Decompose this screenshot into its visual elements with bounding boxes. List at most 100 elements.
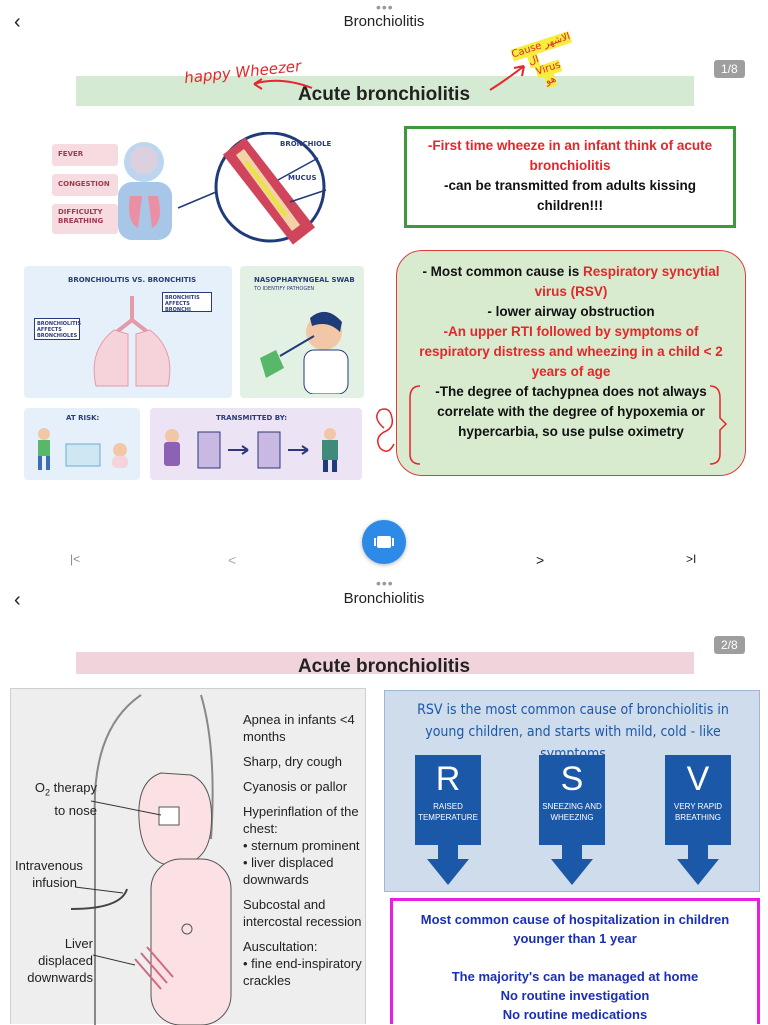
sign-item: Auscultation: bbox=[243, 939, 318, 954]
summary-line-tachypnea: -The degree of tachypnea does not always… bbox=[435, 384, 707, 439]
last-page-icon[interactable]: >I bbox=[686, 552, 697, 566]
rsv-letter: S bbox=[560, 760, 584, 798]
hospitalization-box bbox=[390, 898, 760, 1024]
rsv-letter-card: V VERY RAPID BREATHING bbox=[665, 755, 731, 845]
reading-mode-icon bbox=[374, 536, 394, 548]
first-page-icon[interactable]: |< bbox=[70, 552, 81, 566]
sign-item: • fine end-inspiratory crackles bbox=[243, 956, 362, 988]
rsv-meaning: SNEEZING AND WHEEZING bbox=[542, 802, 602, 822]
hospitalization-text: Most common cause of hospitalization in … bbox=[400, 910, 750, 1024]
swab-subtitle: TO IDENTIFY PATHOGEN bbox=[254, 286, 315, 292]
label-o2-d: to nose bbox=[54, 802, 97, 818]
infant-drawing bbox=[70, 694, 232, 1025]
rsv-box: RSV is the most common cause of bronchio… bbox=[384, 690, 760, 892]
lungs-drawing bbox=[93, 296, 171, 387]
label-o2-sub: 2 bbox=[45, 787, 51, 798]
rsv-meaning: RAISED TEMPERATURE bbox=[418, 802, 478, 822]
rsv-letter-card: R RAISED TEMPERATURE bbox=[415, 755, 481, 845]
symptom-label: DIFFICULTY BREATHING bbox=[58, 208, 104, 225]
rsv-headline: RSV is the most common cause of bronchio… bbox=[417, 702, 729, 762]
summary-cause-name: Respiratory syncytial virus (RSV) bbox=[534, 264, 720, 299]
bronchitis-label-box: BRONCHITIS AFFECTS BRONCHI bbox=[162, 292, 212, 313]
symptom-label: CONGESTION bbox=[58, 180, 110, 188]
symptom-tag: FEVER bbox=[52, 144, 118, 166]
viewer-header-1: ••• ‹ Bronchiolitis bbox=[0, 0, 768, 40]
at-risk-drawing bbox=[38, 428, 128, 470]
label-bronchiole: BRONCHIOLE bbox=[280, 140, 332, 148]
more-dots-icon[interactable]: ••• bbox=[376, 575, 394, 591]
slide-title-band bbox=[76, 652, 694, 674]
viewer-header-2: ••• ‹ Bronchiolitis bbox=[0, 576, 768, 616]
document-title: Bronchiolitis bbox=[343, 13, 425, 30]
page-navigation: |< < > >I bbox=[0, 540, 768, 580]
chevron-left-icon[interactable]: ‹ bbox=[14, 11, 21, 33]
summary-text: - Most common cause is Respiratory syncy… bbox=[408, 262, 734, 442]
bronchiolitis-illustration: FEVER CONGESTION DIFFICULTY BREATHING BR… bbox=[48, 122, 378, 252]
hospitalization-gap bbox=[400, 948, 750, 967]
slide-title-band bbox=[76, 76, 694, 106]
next-page-icon[interactable]: > bbox=[536, 552, 545, 568]
sign-item: • liver displaced downwards bbox=[243, 855, 334, 887]
hospitalization-line3: No routine investigation bbox=[500, 988, 650, 1003]
transmission-title: TRANSMITTED BY: bbox=[216, 414, 288, 422]
symptom-label: FEVER bbox=[58, 150, 84, 158]
at-risk-card: AT RISK: bbox=[24, 408, 140, 480]
sign-item: Apnea in infants <4 months bbox=[243, 712, 355, 744]
document-title: Bronchiolitis bbox=[343, 590, 425, 607]
hospitalization-line1: Most common cause of hospitalization in … bbox=[420, 912, 730, 946]
slide-title: Acute bronchiolitis bbox=[297, 84, 471, 105]
label-liver: Liver displaced downwards bbox=[27, 936, 93, 985]
swab-drawing bbox=[260, 311, 349, 394]
transmission-drawing bbox=[164, 428, 338, 472]
comparison-card: BRONCHIOLITIS VS. BRONCHITIS BRONCHITIS … bbox=[24, 266, 232, 398]
rsv-letter: R bbox=[435, 760, 461, 798]
summary-cause-prefix: - Most common cause is bbox=[422, 264, 583, 279]
page-badge: 2/8 bbox=[714, 636, 745, 654]
key-point-line2: -can be transmitted from adults kissing … bbox=[443, 178, 697, 213]
infant-diagram: O2 therapy to nose Intravenous infusion L… bbox=[10, 688, 367, 1025]
summary-line-rti: -An upper RTI followed by symptoms of re… bbox=[419, 324, 723, 379]
hospitalization-line2: The majority's can be managed at home bbox=[451, 969, 699, 984]
slide-title: Acute bronchiolitis bbox=[297, 656, 471, 677]
sign-item: • sternum prominent bbox=[243, 838, 360, 853]
symptom-tag: DIFFICULTY BREATHING bbox=[52, 204, 118, 234]
label-o2: O2 therapy to nose bbox=[31, 779, 97, 819]
chevron-left-icon[interactable]: ‹ bbox=[14, 589, 21, 611]
transmission-card: TRANSMITTED BY: bbox=[150, 408, 362, 480]
prev-page-icon[interactable]: < bbox=[228, 552, 237, 568]
handwritten-arrow-right bbox=[489, 65, 525, 91]
at-risk-title: AT RISK: bbox=[66, 414, 100, 422]
label-mucus: MUCUS bbox=[288, 174, 317, 182]
more-dots-icon[interactable]: ••• bbox=[376, 0, 394, 15]
rsv-meaning: VERY RAPID BREATHING bbox=[673, 802, 723, 822]
sign-item: Subcostal and intercostal recession bbox=[243, 897, 362, 929]
label-o2-a: O bbox=[34, 780, 45, 795]
rsv-letter: V bbox=[686, 760, 710, 798]
summary-box bbox=[396, 250, 746, 476]
swab-card: NASOPHARYNGEAL SWAB TO IDENTIFY PATHOGEN bbox=[240, 266, 364, 398]
handwritten-arrow-left bbox=[253, 78, 313, 90]
reading-mode-button[interactable] bbox=[362, 520, 406, 564]
summary-line-obstruction: - lower airway obstruction bbox=[487, 304, 655, 319]
key-point-text: -First time wheeze in an infant think of… bbox=[420, 136, 720, 216]
sign-item: Cyanosis or pallor bbox=[243, 779, 348, 794]
swab-title: NASOPHARYNGEAL SWAB bbox=[254, 276, 355, 284]
sign-item: Hyperinflation of the chest: bbox=[243, 804, 359, 836]
label-iv: Intravenous infusion bbox=[15, 858, 83, 890]
bronchitis-label: BRONCHITIS AFFECTS BRONCHI bbox=[165, 295, 200, 313]
handwritten-bracket bbox=[376, 385, 728, 465]
rsv-arrows bbox=[427, 845, 719, 885]
page-badge: 1/8 bbox=[714, 60, 745, 78]
comparison-title: BRONCHIOLITIS VS. BRONCHITIS bbox=[68, 276, 197, 284]
bronchiolitis-label: BRONCHIOLITIS AFFECTS BRONCHIOLES bbox=[37, 321, 81, 339]
symptom-tag: CONGESTION bbox=[52, 174, 118, 196]
summary-line-cause: - Most common cause is Respiratory syncy… bbox=[408, 262, 734, 302]
hospitalization-line4: No routine medications bbox=[502, 1007, 648, 1022]
child-lungs-drawing bbox=[118, 132, 327, 245]
label-o2-c: therapy bbox=[50, 780, 97, 795]
rsv-letter-card: S SNEEZING AND WHEEZING bbox=[539, 755, 605, 845]
signs-list: Apnea in infants <4 months Sharp, dry co… bbox=[243, 711, 367, 989]
key-point-box bbox=[404, 126, 736, 228]
sign-item: Sharp, dry cough bbox=[243, 754, 343, 769]
bronchiolitis-label-box: BRONCHIOLITIS AFFECTS BRONCHIOLES bbox=[34, 318, 81, 340]
